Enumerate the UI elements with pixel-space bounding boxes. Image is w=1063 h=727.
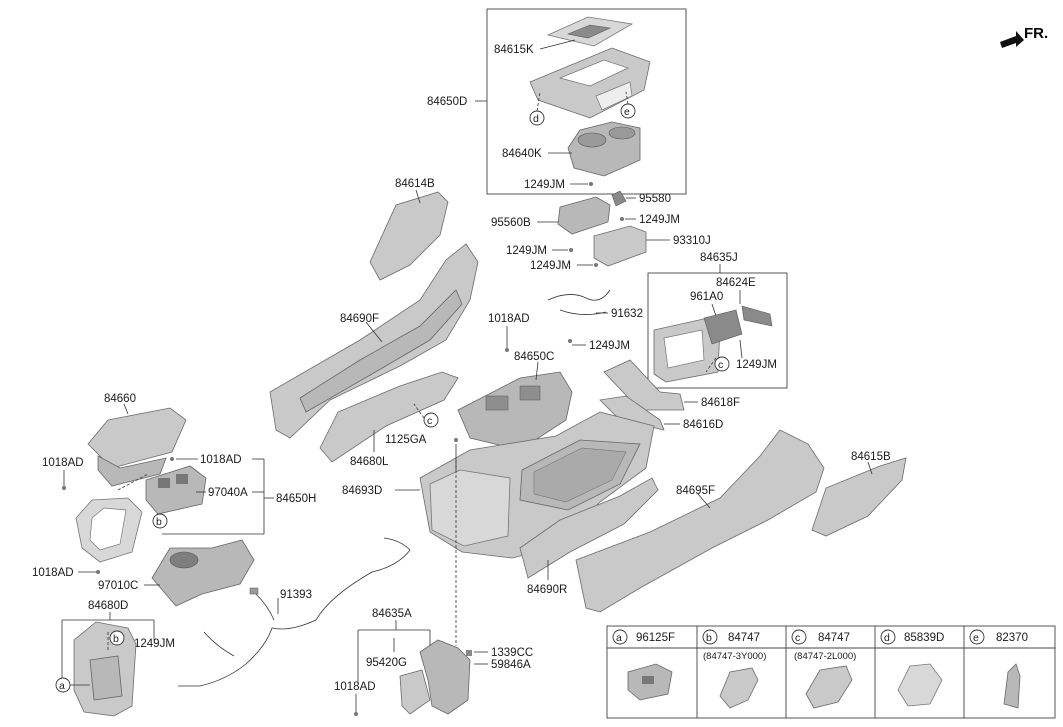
callout-c-inner bbox=[714, 356, 730, 372]
label-91632: 91632 bbox=[611, 308, 643, 320]
callout-e bbox=[620, 103, 636, 119]
svg-text:a: a bbox=[59, 680, 65, 692]
part-91632 bbox=[547, 289, 611, 315]
svg-text:b: b bbox=[156, 516, 162, 528]
part-84614B bbox=[369, 191, 449, 281]
label-84616D: 84616D bbox=[683, 419, 723, 431]
label-1249JM-f: 1249JM bbox=[134, 638, 175, 650]
label-1018AD-bottom: 1018AD bbox=[334, 681, 376, 693]
legend-part-d: 85839D bbox=[904, 632, 944, 644]
callout-b-bottom bbox=[109, 630, 125, 646]
legend-part-c: 84747 bbox=[818, 632, 850, 644]
label-84615B: 84615B bbox=[851, 451, 891, 463]
assembly-box-84635J bbox=[647, 272, 788, 389]
label-1249JM-a: 1249JM bbox=[639, 214, 680, 226]
label-97010C: 97010C bbox=[98, 580, 138, 592]
label-84614B: 84614B bbox=[395, 178, 435, 190]
legend-part-a: 96125F bbox=[636, 632, 675, 644]
label-84690F: 84690F bbox=[340, 313, 379, 325]
part-84680L bbox=[319, 371, 459, 463]
callout-d bbox=[529, 110, 545, 126]
label-84680D: 84680D bbox=[88, 600, 128, 612]
front-arrow-icon bbox=[1000, 31, 1024, 48]
part-84650C bbox=[457, 371, 573, 451]
label-1018AD-left-3: 1018AD bbox=[32, 567, 74, 579]
svg-text:e: e bbox=[624, 106, 630, 118]
label-84635A: 84635A bbox=[372, 608, 412, 620]
label-84650C: 84650C bbox=[514, 351, 554, 363]
svg-text:b: b bbox=[113, 633, 119, 645]
part-97010C bbox=[151, 539, 255, 607]
label-1249JM-top: 1249JM bbox=[524, 179, 565, 191]
svg-text:d: d bbox=[533, 113, 539, 125]
legend-sub-c: (84747-2L000) bbox=[794, 651, 856, 662]
legend-image-c bbox=[805, 665, 853, 709]
label-84618F: 84618F bbox=[701, 397, 740, 409]
label-84695F: 84695F bbox=[676, 485, 715, 497]
label-84660: 84660 bbox=[104, 393, 136, 405]
label-95420G: 95420G bbox=[366, 657, 407, 669]
label-1249JM-d: 1249JM bbox=[736, 359, 777, 371]
svg-text:c: c bbox=[718, 359, 723, 371]
label-59846A: 59846A bbox=[491, 659, 531, 671]
svg-text:d: d bbox=[884, 632, 890, 644]
svg-text:a: a bbox=[616, 632, 622, 644]
part-84695F bbox=[575, 429, 825, 613]
front-direction-indicator: FR. bbox=[1000, 25, 1048, 48]
legend-cell-e: e 82370 bbox=[969, 629, 1028, 709]
label-1018AD-mid: 1018AD bbox=[488, 313, 530, 325]
legend-sub-b: (84747-3Y000) bbox=[703, 651, 766, 662]
label-97040A: 97040A bbox=[208, 487, 248, 499]
label-1249JM-e: 1249JM bbox=[589, 340, 630, 352]
label-1339CC: 1339CC bbox=[491, 647, 533, 659]
legend-part-e: 82370 bbox=[996, 632, 1028, 644]
label-84635J: 84635J bbox=[700, 252, 738, 264]
legend-image-d bbox=[897, 663, 943, 707]
legend-part-b: 84747 bbox=[728, 632, 760, 644]
callout-b-left bbox=[152, 513, 168, 529]
label-1018AD-left-2: 1018AD bbox=[200, 454, 242, 466]
label-84650D: 84650D bbox=[427, 96, 467, 108]
label-84624E: 84624E bbox=[716, 277, 756, 289]
legend-image-e bbox=[1003, 663, 1021, 709]
label-93310J: 93310J bbox=[673, 235, 711, 247]
legend-cell-a: a 96125F bbox=[612, 629, 675, 701]
legend-table: a 96125F b 84747 (84747-3Y000) c 84747 (… bbox=[606, 625, 1056, 719]
label-84615K: 84615K bbox=[494, 44, 534, 56]
label-91393: 91393 bbox=[280, 589, 312, 601]
part-95560B bbox=[557, 196, 611, 235]
label-84650H: 84650H bbox=[276, 493, 316, 505]
svg-text:c: c bbox=[795, 632, 800, 644]
part-93310J bbox=[593, 225, 647, 267]
label-1125GA: 1125GA bbox=[385, 434, 427, 446]
svg-text:b: b bbox=[706, 632, 712, 644]
part-84690R bbox=[519, 477, 659, 579]
part-84635A bbox=[419, 639, 471, 715]
label-95580: 95580 bbox=[639, 193, 671, 205]
label-1018AD-left-1: 1018AD bbox=[42, 457, 84, 469]
assembly-box-84650D bbox=[486, 8, 687, 195]
legend-cell-c: c 84747 (84747-2L000) bbox=[791, 629, 856, 709]
label-84693D: 84693D bbox=[342, 485, 382, 497]
label-961A0: 961A0 bbox=[690, 291, 723, 303]
label-95560B: 95560B bbox=[491, 217, 531, 229]
part-95580 bbox=[611, 190, 627, 207]
front-label: FR. bbox=[1024, 25, 1048, 42]
label-1249JM-b: 1249JM bbox=[506, 245, 547, 257]
legend-image-b bbox=[719, 667, 759, 709]
svg-text:e: e bbox=[973, 632, 979, 644]
legend-cell-b: b 84747 (84747-3Y000) bbox=[702, 629, 766, 709]
part-84615B bbox=[811, 457, 907, 537]
callout-c-side bbox=[423, 412, 439, 428]
part-91393 bbox=[178, 537, 411, 687]
label-84680L: 84680L bbox=[350, 456, 389, 468]
callout-a bbox=[55, 677, 71, 693]
label-1249JM-c: 1249JM bbox=[530, 260, 571, 272]
legend-cell-d: d 85839D bbox=[880, 629, 944, 707]
svg-text:c: c bbox=[427, 415, 432, 427]
label-84690R: 84690R bbox=[527, 584, 567, 596]
label-84640K: 84640K bbox=[502, 148, 542, 160]
